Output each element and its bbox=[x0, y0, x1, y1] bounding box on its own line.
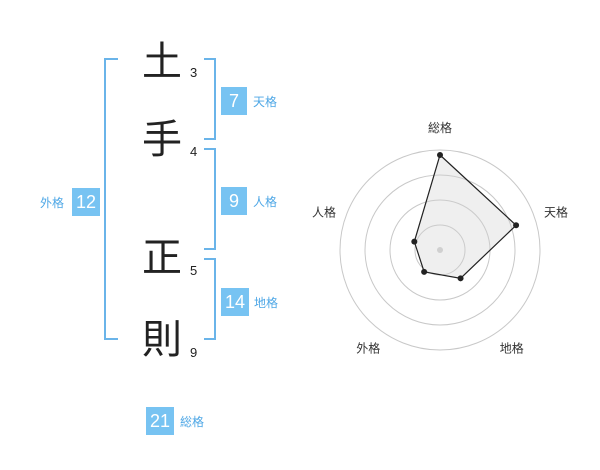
gaikaku-bracket bbox=[104, 58, 118, 340]
stroke-count-1: 3 bbox=[190, 65, 198, 80]
radar-axis-label: 人格 bbox=[312, 204, 336, 219]
radar-axis-label: 外格 bbox=[356, 341, 380, 356]
jinkaku-bracket bbox=[204, 148, 216, 250]
radar-point bbox=[457, 275, 464, 282]
chikaku-label: 地格 bbox=[254, 296, 279, 310]
name-char-1: 土 bbox=[142, 39, 182, 85]
radar-series bbox=[413, 153, 517, 279]
name-char-2: 手 bbox=[142, 117, 182, 163]
chikaku-bracket bbox=[204, 258, 216, 340]
gaikaku-badge: 12 bbox=[72, 188, 100, 216]
stroke-count-4: 9 bbox=[190, 345, 198, 360]
tenkaku-label: 天格 bbox=[253, 95, 278, 109]
radar-point bbox=[421, 268, 428, 275]
tenkaku-badge: 7 bbox=[221, 87, 247, 115]
radar-point bbox=[513, 222, 520, 229]
tenkaku-bracket bbox=[204, 58, 216, 140]
radar-point bbox=[437, 152, 443, 158]
radar-center bbox=[437, 247, 443, 253]
gaikaku-label: 外格 bbox=[40, 196, 65, 210]
jinkaku-badge: 9 bbox=[221, 187, 247, 215]
radar-axis-label: 総格 bbox=[428, 120, 452, 135]
name-char-3: 正 bbox=[142, 235, 182, 281]
chikaku-badge: 14 bbox=[221, 288, 249, 316]
soukaku-label: 総格 bbox=[180, 415, 205, 429]
radar-axis-label: 地格 bbox=[500, 341, 524, 356]
radar-point bbox=[411, 238, 418, 245]
stroke-count-3: 5 bbox=[190, 263, 198, 278]
soukaku-badge: 21 bbox=[146, 407, 174, 435]
stroke-count-2: 4 bbox=[190, 144, 198, 159]
radar-ring bbox=[364, 174, 516, 326]
radar-axis-label: 天格 bbox=[544, 204, 568, 219]
radar-ring bbox=[339, 149, 541, 351]
jinkaku-label: 人格 bbox=[253, 195, 278, 209]
name-char-4: 則 bbox=[142, 317, 182, 363]
